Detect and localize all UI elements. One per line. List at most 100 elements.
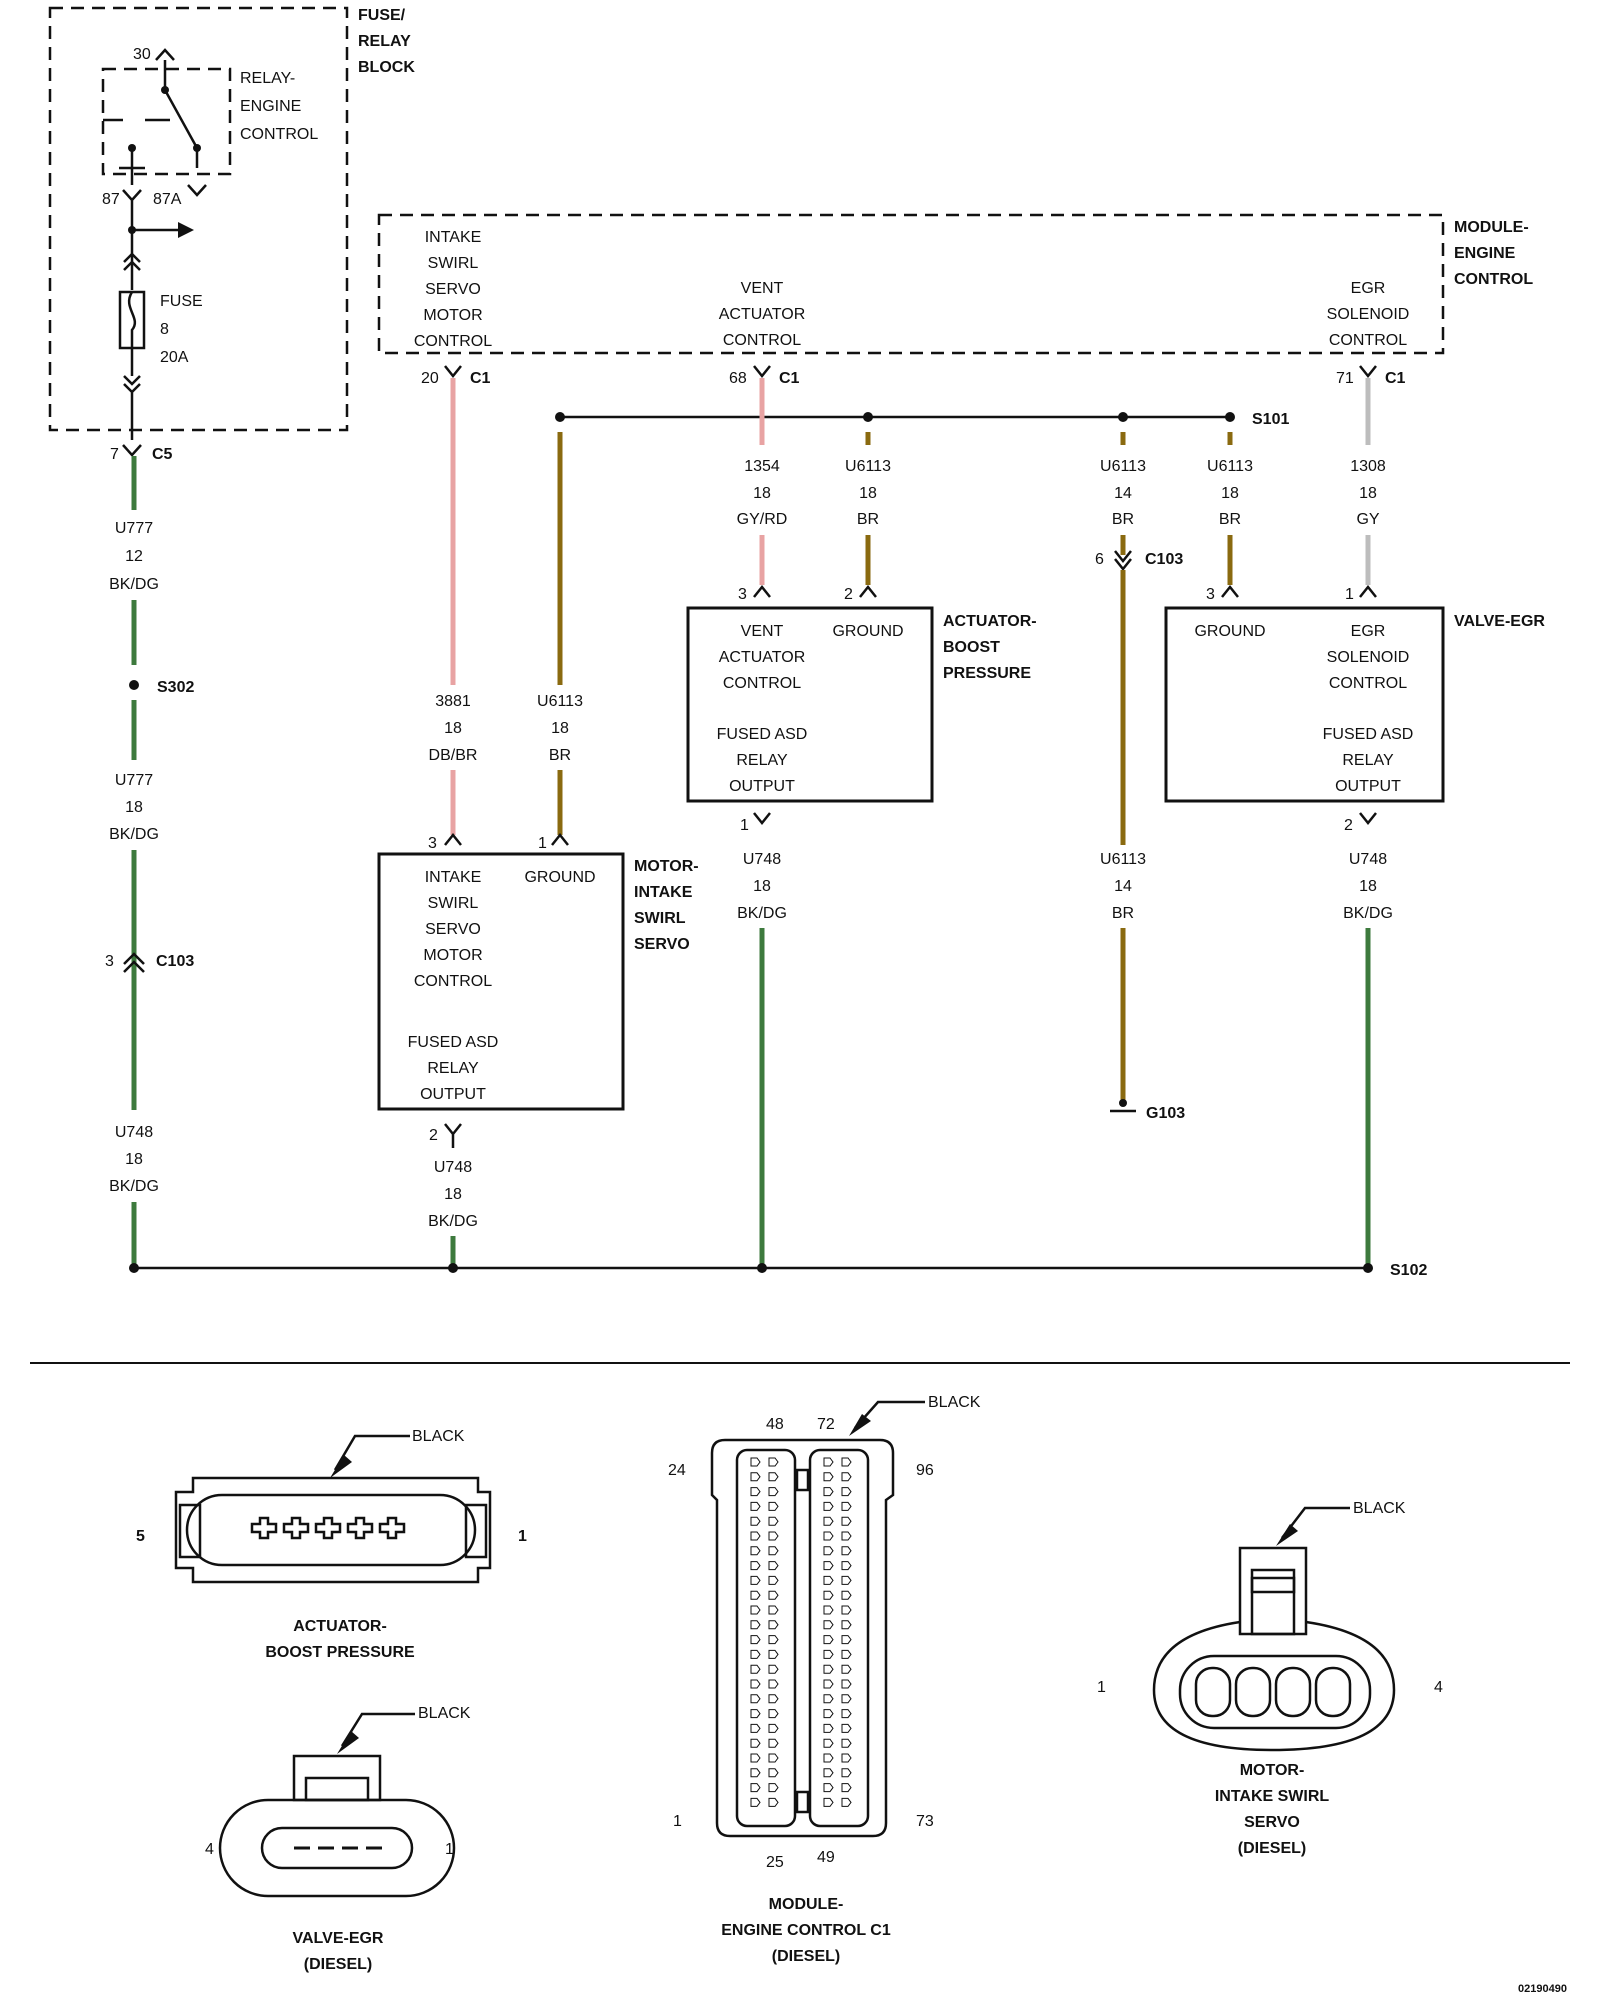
pcm-pin-cavity xyxy=(841,1679,852,1689)
egr-conn-shell xyxy=(218,1798,456,1898)
pcm-pin-cavity xyxy=(841,1783,852,1793)
boost-pin-cavity xyxy=(250,1516,278,1540)
pcm-pin-cavity xyxy=(823,1516,834,1526)
wire-1308-color: GY xyxy=(1356,511,1379,528)
wire-u748-boost-color: BK/DG xyxy=(737,905,787,922)
pcm-title-2: ENGINE xyxy=(1454,245,1516,262)
pcm-pin-cavity xyxy=(768,1546,779,1556)
actuator-boost-pressure: 3 2 VENT ACTUATOR CONTROL GROUND FUSED A… xyxy=(686,584,1037,834)
servo-pin-3: 3 xyxy=(428,835,437,852)
pcm-pin-cavity xyxy=(750,1516,761,1526)
wire-u6113-c-color: BR xyxy=(1112,511,1134,528)
wire-u748-boost-circuit: U748 xyxy=(743,851,781,868)
figure-id: 02190490 xyxy=(1518,1983,1567,1995)
servo-intake-4: MOTOR xyxy=(423,947,482,964)
pcm-vent-label-3: CONTROL xyxy=(723,332,801,349)
wire-1308-circuit: 1308 xyxy=(1350,458,1386,475)
pcm-pin-cavity xyxy=(750,1635,761,1645)
servo-conn-latch-window xyxy=(1250,1568,1296,1636)
servo-conn-face xyxy=(1178,1654,1372,1730)
pcm-pin-68: 68 xyxy=(729,370,747,387)
pcm-pin-cavity xyxy=(768,1620,779,1630)
c103-pin: 3 xyxy=(105,953,114,970)
pcm-conn-p72: 72 xyxy=(817,1416,835,1433)
pcm-pin-cavity xyxy=(750,1487,761,1497)
pcm-pin-cavity xyxy=(750,1649,761,1659)
fuse-label-3: 20A xyxy=(160,349,189,366)
boost-conn-pin-right: 1 xyxy=(518,1528,527,1545)
servo-pin-cavity xyxy=(1274,1666,1312,1718)
pcm-pin-cavity xyxy=(841,1738,852,1748)
pcm-pin-cavity xyxy=(841,1768,852,1778)
pcm-pin-cavity xyxy=(823,1797,834,1807)
egr-title: VALVE-EGR xyxy=(1454,613,1545,630)
pcm-pin-cavity xyxy=(823,1472,834,1482)
boost-conn-latch-right xyxy=(464,1503,488,1559)
servo-pin-cavity xyxy=(1234,1666,1272,1718)
pcm-pin-20-icon xyxy=(444,365,462,379)
servo-intake-5: CONTROL xyxy=(414,973,492,990)
wire-3881-color: DB/BR xyxy=(429,747,478,764)
pin-87a-connector-icon xyxy=(187,184,207,197)
relay-pin-30: 30 xyxy=(133,46,151,63)
wire-u748-servo-gauge: 18 xyxy=(444,1186,462,1203)
wire-u748-servo-color: BK/DG xyxy=(428,1213,478,1230)
servo-conn-pin-left: 1 xyxy=(1097,1679,1106,1696)
pcm-pin-cavity xyxy=(841,1753,852,1763)
servo-conn-latch xyxy=(1238,1546,1308,1636)
wire-u748-egr-circuit: U748 xyxy=(1349,851,1387,868)
pcm-pin-cavity xyxy=(823,1620,834,1630)
pcm-pin-cavity xyxy=(768,1457,779,1467)
pcm-pin-cavity xyxy=(768,1487,779,1497)
pcm-conn-p49: 49 xyxy=(817,1849,835,1866)
egr-conn-pin-left: 4 xyxy=(205,1841,214,1858)
boost-vent-1: VENT xyxy=(741,623,784,640)
relay-label-2: ENGINE xyxy=(240,98,301,115)
connector-pcm-c1: BLACK 48 72 24 96 1 73 25 49 MODULE- ENG… xyxy=(668,1394,981,1965)
boost-pin-cavity xyxy=(378,1516,406,1540)
wire-3881-circuit: 3881 xyxy=(435,693,471,710)
pcm-pin-cavity xyxy=(768,1649,779,1659)
pcm-pin-cavity xyxy=(823,1753,834,1763)
pcm-pin-cavity xyxy=(750,1531,761,1541)
boost-conn-leader xyxy=(333,1434,410,1471)
pcm-pin-cavity xyxy=(823,1679,834,1689)
c5-name: C5 xyxy=(152,446,173,463)
wire-1354-gauge: 18 xyxy=(753,485,771,502)
pcm-pin-cavity xyxy=(841,1516,852,1526)
splice-s302 xyxy=(129,680,139,690)
pcm-outline xyxy=(377,213,1445,355)
egr-box xyxy=(1164,606,1445,803)
boost-fused-1: FUSED ASD xyxy=(717,726,808,743)
pcm-intake-label-2: SWIRL xyxy=(428,255,479,272)
pcm-pin-cavity xyxy=(823,1531,834,1541)
wire-u777-12-color: BK/DG xyxy=(109,576,159,593)
relay-pin-87a: 87A xyxy=(153,191,182,208)
pcm-pin-cavity xyxy=(750,1501,761,1511)
pcm-pin-cavity xyxy=(823,1457,834,1467)
pcm-pin-cavity xyxy=(768,1694,779,1704)
pcm-conn-label-3: (DIESEL) xyxy=(772,1948,840,1965)
servo-conn-pins xyxy=(1194,1666,1352,1718)
servo-fused-3: OUTPUT xyxy=(420,1086,486,1103)
pcm-pin-cavity xyxy=(750,1723,761,1733)
pcm-pin-cavity xyxy=(768,1501,779,1511)
servo-pin-1: 1 xyxy=(538,835,547,852)
pcm-pin-cavity xyxy=(823,1501,834,1511)
fuse-element xyxy=(127,291,137,348)
boost-title-1: ACTUATOR- xyxy=(943,613,1037,630)
pcm-pin-cavity xyxy=(841,1487,852,1497)
pcm-pin-cavity xyxy=(823,1709,834,1719)
egr-pin-1: 1 xyxy=(1345,586,1354,603)
pcm-vent-label-1: VENT xyxy=(741,280,784,297)
pcm-pin-cavity xyxy=(823,1635,834,1645)
wire-u6113-e-gauge: 14 xyxy=(1114,878,1132,895)
splice-s302-label: S302 xyxy=(157,679,194,696)
egr-fused-3: OUTPUT xyxy=(1335,778,1401,795)
servo-pin-cavity xyxy=(1314,1666,1352,1718)
c103-right-pin: 6 xyxy=(1095,551,1104,568)
pcm-pin-cavity xyxy=(768,1635,779,1645)
wire-u748-egr-color: BK/DG xyxy=(1343,905,1393,922)
servo-fused-1: FUSED ASD xyxy=(408,1034,499,1051)
pcm-pin-68-c1: C1 xyxy=(779,370,800,387)
